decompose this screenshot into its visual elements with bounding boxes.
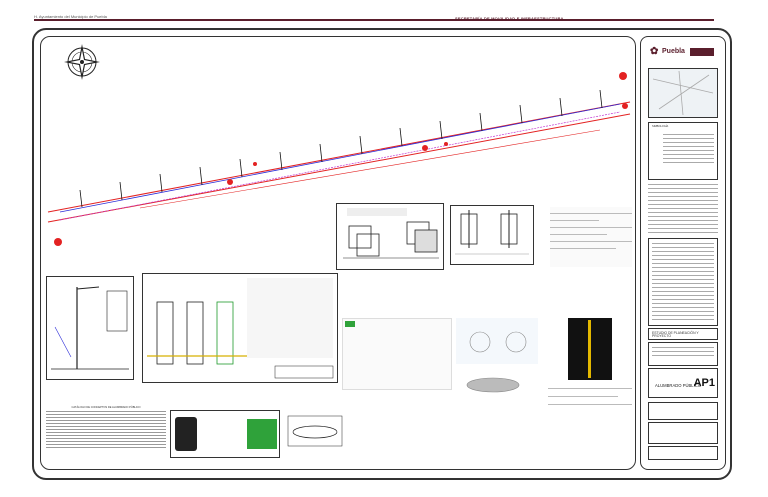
- phase-box: ESTUDIO DE PLANEACIÓN Y PROYECTO: [648, 328, 718, 340]
- north-arrow-compass-icon: [64, 44, 100, 80]
- brand-logo: ✿ Puebla: [648, 44, 718, 62]
- project-data-box: [648, 342, 718, 366]
- header-band: [34, 19, 714, 21]
- road-edge-north: [47, 101, 631, 213]
- notes-block: [648, 184, 718, 234]
- detail-cabinet: [142, 273, 338, 383]
- detail-pole-elevation: [46, 276, 134, 380]
- controller-datasheet: [170, 410, 280, 458]
- logo-mark-icon: ✿: [650, 46, 659, 57]
- dimension-chain: [139, 129, 601, 209]
- phase-title: ESTUDIO DE PLANEACIÓN Y PROYECTO: [652, 331, 699, 339]
- detail-anchor: [450, 205, 534, 265]
- dimension-line: [59, 111, 621, 221]
- luminaire-photometry: [456, 318, 538, 364]
- legend-box: SIMBOLOGÍA: [648, 122, 718, 180]
- drawing-area: [40, 36, 636, 470]
- sheet-name: ALUMBRADO PÚBLICO: [655, 383, 702, 388]
- intersection-markers: [54, 72, 628, 246]
- municipality-header: H. Ayuntamiento del Municipio de Puebla: [34, 14, 107, 19]
- road-edge-south: [47, 113, 631, 223]
- table-title: CATÁLOGO DE CONCEPTOS DE ALUMBRADO PÚBLI…: [71, 406, 141, 409]
- secretariat-header: SECRETARÍA DE MOVILIDAD E INFRAESTRUCTUR…: [455, 16, 564, 21]
- legend-heading: SIMBOLOGÍA: [652, 125, 669, 128]
- spec-sheet-2: [342, 318, 452, 390]
- lamp-posts: [79, 89, 603, 208]
- general-notes: [648, 238, 718, 326]
- concept-catalog-table: CATÁLOGO DE CONCEPTOS DE ALUMBRADO PÚBLI…: [46, 406, 166, 452]
- signature-box: [648, 422, 718, 444]
- sheet-border: [32, 28, 732, 480]
- detail-foundation: [336, 203, 444, 270]
- sheet-id-box: ALUMBRADO PÚBLICO AP1: [648, 368, 718, 398]
- location-map: [648, 68, 718, 118]
- title-block: [640, 36, 726, 470]
- spec-sheet-1: [550, 207, 632, 267]
- approval-box: [648, 402, 718, 420]
- revision-box: [648, 446, 718, 460]
- sheet-code: AP1: [693, 377, 715, 389]
- luminaire-photo: [466, 377, 520, 393]
- luminaire-profile: [287, 415, 343, 447]
- street-plan: [47, 72, 631, 246]
- logo-text: Puebla: [662, 48, 685, 55]
- road-axis: [59, 103, 621, 213]
- road-lighting-render: [548, 318, 632, 422]
